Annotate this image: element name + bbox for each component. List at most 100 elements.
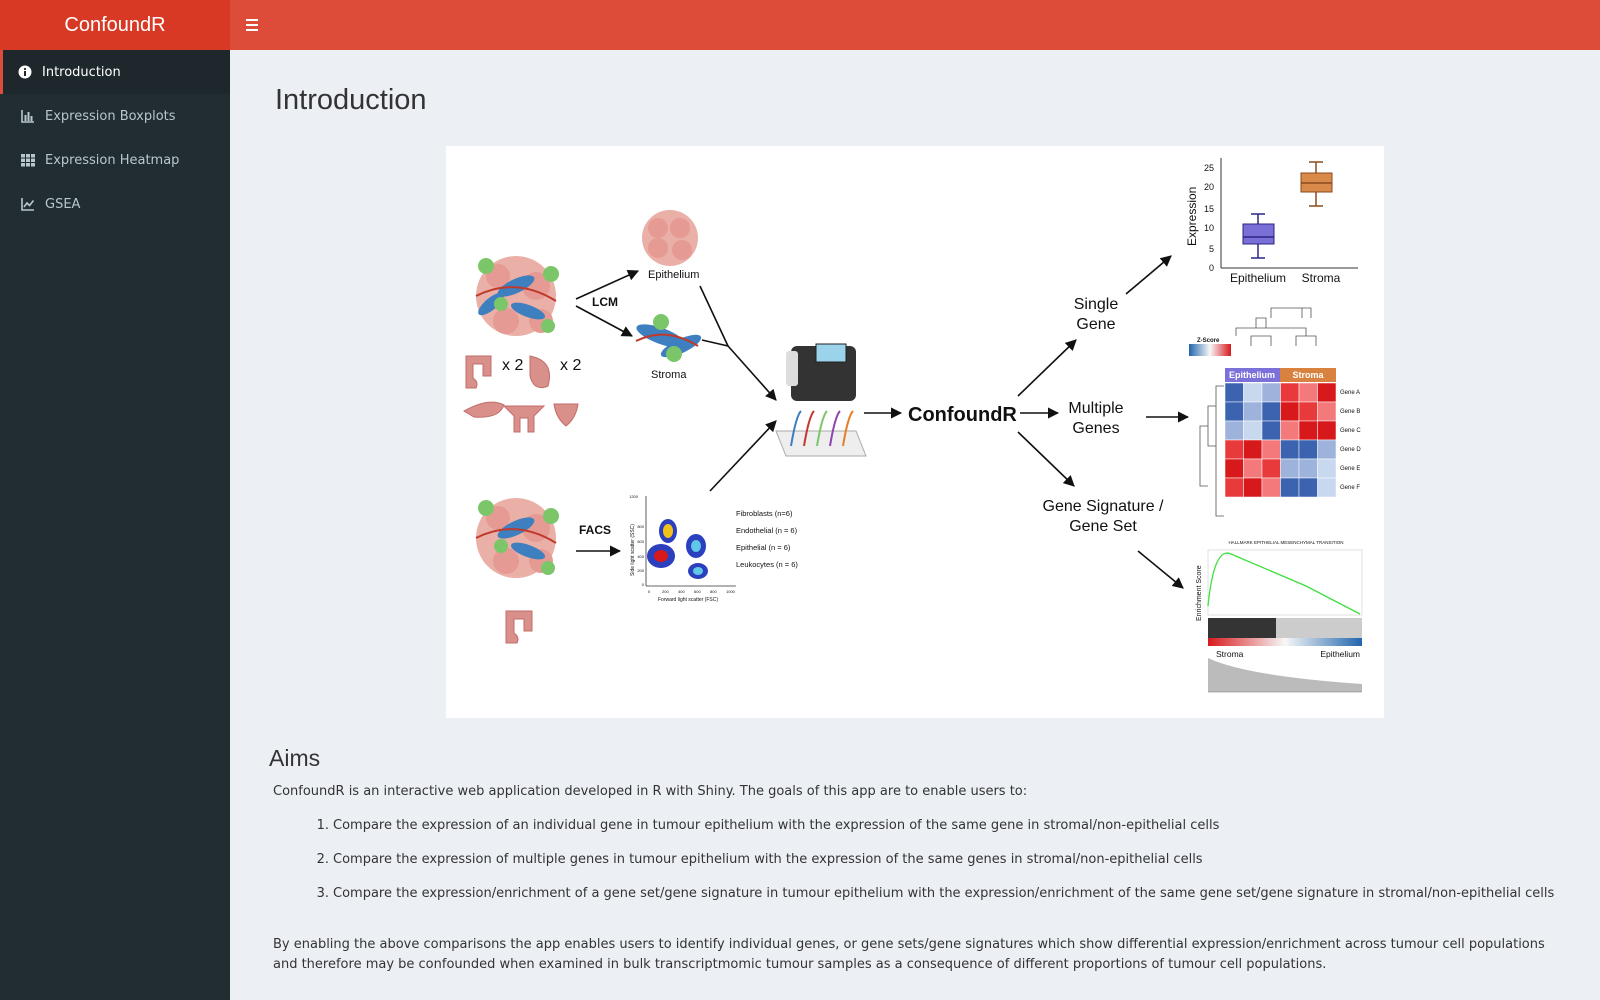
goal-text: Compare the expression/enrichment of a g… (333, 886, 1555, 901)
heatmap-cells (1224, 382, 1337, 498)
page-title: Introduction (275, 84, 427, 116)
tumour-tissue-illustration (475, 256, 559, 336)
heatmap-cell (1243, 439, 1263, 460)
heatmap-cell (1243, 401, 1263, 422)
heatmap-gene-label: Gene C (1340, 428, 1361, 434)
sidebar-item-gsea[interactable]: GSEA (0, 182, 230, 226)
sidebar-item-label: Introduction (42, 64, 121, 80)
tissue-count-2: x 2 (560, 357, 581, 374)
aims-goal-list: 1.Compare the expression of an individua… (315, 818, 1555, 920)
heatmap-cell (1317, 420, 1337, 441)
facs-ytick: 400 (637, 554, 644, 559)
heatmap-cell (1317, 458, 1337, 479)
single-gene-label: Single (1074, 296, 1119, 313)
heatmap-cell (1224, 401, 1244, 422)
tumour-tissue-illustration-2 (475, 498, 559, 578)
top-navbar (230, 0, 1600, 50)
arrow-to-sequencer-top (727, 345, 777, 401)
heatmap-cell (1280, 401, 1300, 422)
workflow-diagram: x 2 x 2 LCM Epithelium Stroma (463, 158, 1363, 693)
facs-ytick: 600 (637, 539, 644, 544)
boxplot-ytick: 20 (1204, 182, 1214, 192)
boxplot-ytick: 0 (1209, 263, 1214, 273)
arrow-to-boxplot (1125, 255, 1172, 295)
facs-ytick: 800 (637, 524, 644, 529)
gene-signature-label: Gene Signature / (1043, 498, 1165, 515)
heatmap-cell (1243, 477, 1263, 498)
heatmap-cell (1317, 477, 1337, 498)
heatmap-cell (1224, 382, 1244, 403)
sidebar-item-label: Expression Heatmap (45, 152, 180, 168)
heatmap-cell (1224, 420, 1244, 441)
bar-chart-icon (21, 109, 35, 123)
heatmap-cell (1298, 401, 1318, 422)
expression-heatmap (1189, 307, 1336, 517)
line-chart-icon (21, 197, 35, 211)
sequencer-illustration (775, 343, 867, 457)
heatmap-cell (1280, 458, 1300, 479)
aims-heading: Aims (269, 745, 321, 771)
goal-text: Compare the expression of multiple genes… (333, 852, 1203, 867)
expression-boxplot (1220, 158, 1358, 269)
facs-xtick: 0 (648, 589, 651, 594)
heatmap-cell (1224, 477, 1244, 498)
sidebar-item-expression-heatmap[interactable]: Expression Heatmap (0, 138, 230, 182)
heatmap-cell (1261, 420, 1281, 441)
heatmap-group-label: Stroma (1292, 370, 1324, 380)
population-label: Fibroblasts (n=6) (736, 509, 793, 518)
workflow-figure: x 2 x 2 LCM Epithelium Stroma (446, 146, 1384, 718)
app-brand[interactable]: ConfoundR (0, 0, 230, 50)
heatmap-gene-label: Gene B (1340, 409, 1360, 415)
bars-icon (246, 24, 258, 26)
heatmap-cell (1224, 439, 1244, 460)
info-circle-icon (18, 65, 32, 79)
facs-xlabel: Forward light scatter (FSC) (658, 597, 718, 603)
sidebar-item-expression-boxplots[interactable]: Expression Boxplots (0, 94, 230, 138)
heatmap-group-label: Epithelium (1229, 370, 1275, 380)
sidebar-toggle-button[interactable] (242, 15, 262, 35)
facs-scatter-plot (645, 496, 736, 587)
epithelium-label: Epithelium (648, 269, 699, 281)
facs-ytick: 200 (637, 568, 644, 573)
heatmap-cell (1243, 458, 1263, 479)
boxplot-ytick: 5 (1209, 244, 1214, 254)
merge-lines (699, 285, 730, 348)
main-content: Introduction (230, 50, 1600, 1000)
facs-xtick: 600 (694, 589, 701, 594)
heatmap-gene-label: Gene D (1340, 447, 1361, 453)
heatmap-gene-label: Gene E (1340, 466, 1360, 472)
arrow-to-gsea (1137, 550, 1184, 589)
sidebar-item-label: Expression Boxplots (45, 108, 176, 124)
facs-xtick: 1000 (726, 589, 736, 594)
heatmap-cell (1317, 401, 1337, 422)
heatmap-cell (1261, 458, 1281, 479)
gene-signature-label: Gene Set (1069, 518, 1137, 535)
facs-xtick: 800 (710, 589, 717, 594)
boxplot-ylabel: Expression (1185, 187, 1199, 246)
boxplot-ytick: 15 (1204, 204, 1214, 214)
heatmap-cell (1280, 439, 1300, 460)
sidebar-item-label: GSEA (45, 196, 81, 212)
heatmap-cell (1298, 458, 1318, 479)
lcm-label: LCM (592, 295, 618, 309)
gsea-enrichment-plot (1207, 549, 1363, 693)
bars-icon (246, 19, 258, 21)
bars-icon (246, 29, 258, 31)
zscore-label: Z-Score (1197, 338, 1220, 344)
boxplot-ytick: 10 (1204, 223, 1214, 233)
facs-ytick: 1200 (629, 494, 639, 499)
sidebar-item-introduction[interactable]: Introduction (0, 50, 230, 94)
arrow-to-sequencer-bottom (709, 420, 777, 492)
heatmap-cell (1224, 458, 1244, 479)
heatmap-cell (1298, 477, 1318, 498)
aims-intro: ConfoundR is an interactive web applicat… (273, 784, 1028, 799)
heatmap-cell (1243, 382, 1263, 403)
heatmap-cell (1298, 439, 1318, 460)
single-gene-label: Gene (1076, 316, 1115, 333)
stroma-cluster-illustration (635, 314, 702, 362)
gsea-right-label: Epithelium (1320, 649, 1360, 659)
gsea-left-label: Stroma (1216, 649, 1244, 659)
facs-xtick: 400 (678, 589, 685, 594)
arrow-gene-signature (1017, 431, 1075, 487)
population-label: Epithelial (n = 6) (736, 543, 791, 552)
